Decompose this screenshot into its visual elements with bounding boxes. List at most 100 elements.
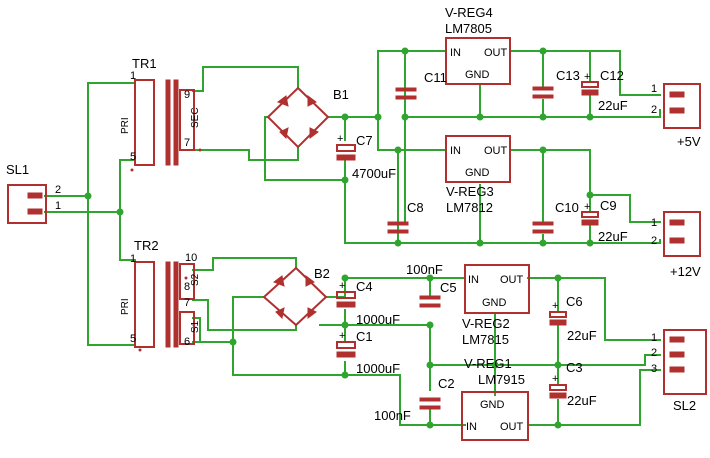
connector-12v: 1 2 +12V bbox=[651, 211, 701, 279]
c4-value: 1000uF bbox=[356, 312, 400, 327]
capacitor-c9: + C9 22uF bbox=[581, 198, 628, 244]
c7-value: 4700uF bbox=[352, 166, 396, 181]
vreg2-gnd: GND bbox=[482, 297, 507, 309]
c12-label: C12 bbox=[600, 68, 624, 83]
vreg1-label: V-REG1 bbox=[464, 356, 512, 371]
c8-label: C8 bbox=[407, 200, 424, 215]
tr2-s2: S2 bbox=[190, 273, 201, 286]
sl2-label: SL2 bbox=[673, 398, 696, 413]
c2-label: C2 bbox=[438, 376, 455, 391]
tr2-pin6: 6 bbox=[184, 336, 190, 348]
b2-label: B2 bbox=[314, 266, 330, 281]
transformer-tr1: TR1 1 5 9 7 PRI SEC bbox=[120, 56, 202, 172]
c11-label: C11 bbox=[424, 70, 447, 85]
vreg2-part: LM7815 bbox=[462, 332, 509, 347]
vreg1-in: IN bbox=[466, 421, 477, 433]
tr1-pin1: 1 bbox=[130, 70, 136, 82]
sl2-pin3: 3 bbox=[651, 363, 657, 375]
vreg4-label: V-REG4 bbox=[445, 5, 493, 20]
c7-plus: + bbox=[337, 133, 343, 145]
vreg4-gnd: GND bbox=[465, 69, 490, 81]
c9-label: C9 bbox=[600, 198, 617, 213]
out-5v-label: +5V bbox=[677, 134, 701, 149]
c2-value: 100nF bbox=[374, 408, 411, 423]
out-12v-label: +12V bbox=[670, 264, 701, 279]
sl1-pin2: 2 bbox=[55, 184, 61, 196]
capacitor-c2: C2 100nF bbox=[374, 376, 455, 423]
tr2-pin1: 1 bbox=[130, 253, 136, 265]
tr1-pri: PRI bbox=[120, 117, 131, 134]
b1-label: B1 bbox=[333, 87, 349, 102]
tr2-pin5: 5 bbox=[130, 333, 136, 345]
tr1-label: TR1 bbox=[132, 56, 157, 71]
vreg4-part: LM7805 bbox=[445, 21, 492, 36]
sl1-label: SL1 bbox=[6, 162, 29, 177]
tr1-pin5: 5 bbox=[130, 151, 136, 163]
c4-plus: + bbox=[339, 280, 345, 292]
vreg1-out: OUT bbox=[500, 421, 524, 433]
vreg2-in: IN bbox=[468, 274, 479, 286]
vreg1-part: LM7915 bbox=[478, 372, 525, 387]
c1-value: 1000uF bbox=[356, 361, 400, 376]
conn5v-pin1: 1 bbox=[651, 83, 657, 95]
tr2-pin10: 10 bbox=[185, 252, 197, 264]
capacitor-c7: + C7 4700uF bbox=[336, 133, 396, 181]
regulator-vreg3: IN OUT GND V-REG3 LM7812 bbox=[445, 135, 511, 215]
connector-sl2: 1 2 3 SL2 bbox=[651, 329, 707, 413]
vreg1-gnd: GND bbox=[480, 399, 505, 411]
c10-label: C10 bbox=[555, 200, 579, 215]
regulator-vreg2: IN OUT GND V-REG2 LM7815 bbox=[462, 264, 530, 347]
capacitor-c5: 100nF C5 bbox=[406, 262, 457, 308]
c1-label: C1 bbox=[356, 329, 373, 344]
tr2-label: TR2 bbox=[134, 238, 159, 253]
c6-value: 22uF bbox=[567, 328, 597, 343]
tr2-pin7: 7 bbox=[184, 297, 190, 309]
vreg3-label: V-REG3 bbox=[446, 184, 494, 199]
c1-plus: + bbox=[339, 330, 345, 342]
capacitor-c11: C11 bbox=[395, 70, 447, 100]
tr2-pri: PRI bbox=[120, 298, 131, 315]
c13-label: C13 bbox=[556, 68, 580, 83]
tr1-pin7: 7 bbox=[184, 137, 190, 149]
vreg3-part: LM7812 bbox=[446, 200, 493, 215]
vreg2-label: V-REG2 bbox=[462, 316, 510, 331]
c6-label: C6 bbox=[566, 294, 583, 309]
regulator-vreg4: V-REG4 LM7805 IN OUT GND bbox=[445, 5, 511, 85]
junction-dots bbox=[84, 47, 594, 429]
capacitor-c13: C13 bbox=[532, 68, 580, 99]
connector-sl1: SL1 2 1 bbox=[6, 162, 61, 224]
conn12v-pin1: 1 bbox=[651, 217, 657, 229]
c5-label: C5 bbox=[440, 280, 457, 295]
vreg4-in: IN bbox=[450, 47, 461, 59]
regulator-vreg1: GND IN OUT V-REG1 LM7915 bbox=[461, 356, 529, 441]
c6-plus: + bbox=[552, 300, 558, 312]
c9-value: 22uF bbox=[598, 229, 628, 244]
capacitor-c4: + C4 1000uF bbox=[336, 279, 400, 327]
conn5v-pin2: 2 bbox=[651, 104, 657, 116]
vreg3-out: OUT bbox=[484, 145, 508, 157]
c3-plus: + bbox=[552, 373, 558, 385]
c9-plus: + bbox=[584, 201, 590, 213]
vreg3-gnd: GND bbox=[465, 167, 490, 179]
bridge-rectifier-b1: B1 bbox=[266, 86, 349, 149]
capacitor-c6: + C6 22uF bbox=[549, 294, 597, 343]
c4-label: C4 bbox=[356, 279, 373, 294]
transformer-tr2: TR2 1 5 10 8 7 6 PRI S2 S1 bbox=[120, 238, 201, 352]
vreg4-out: OUT bbox=[484, 47, 508, 59]
sl2-pin1: 1 bbox=[651, 332, 657, 344]
tr1-pin9: 9 bbox=[184, 89, 190, 101]
c3-value: 22uF bbox=[567, 393, 597, 408]
vreg2-out: OUT bbox=[500, 274, 524, 286]
bridge-rectifier-b2: B2 bbox=[262, 266, 330, 327]
connector-5v: 1 2 +5V bbox=[651, 83, 701, 149]
capacitor-c8: C8 bbox=[387, 200, 424, 234]
c7-label: C7 bbox=[356, 133, 373, 148]
c12-value: 22uF bbox=[598, 98, 628, 113]
capacitor-c3: + C3 22uF bbox=[549, 360, 597, 408]
capacitor-c10: C10 bbox=[532, 200, 579, 234]
capacitor-c12: + C12 22uF bbox=[581, 68, 628, 113]
c12-plus: + bbox=[584, 71, 590, 83]
c3-label: C3 bbox=[566, 360, 583, 375]
conn12v-pin2: 2 bbox=[651, 235, 657, 247]
